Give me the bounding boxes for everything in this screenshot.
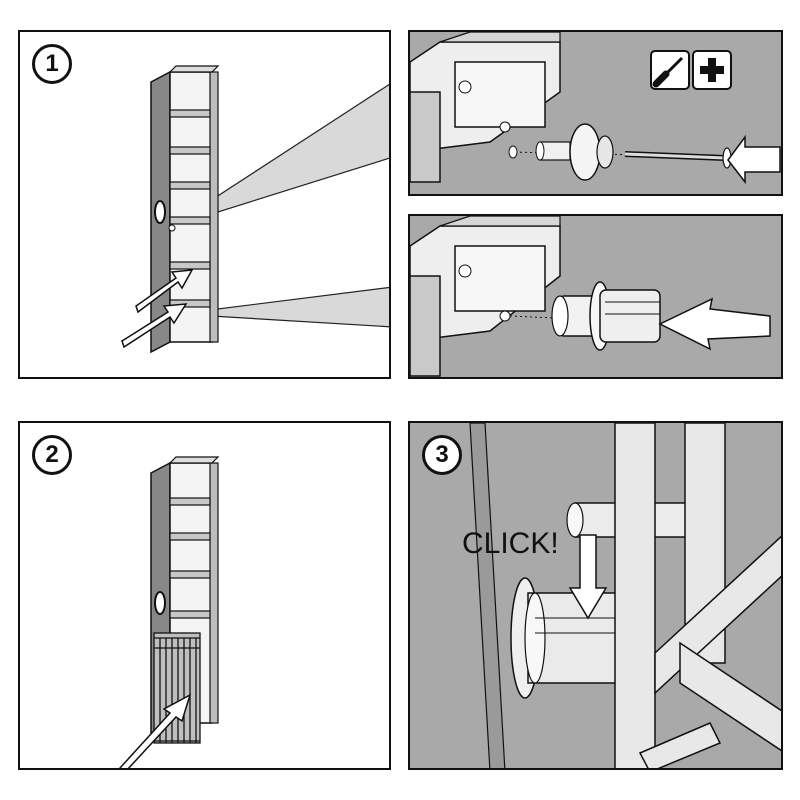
shelves <box>169 109 211 308</box>
step-1-detail-dowel <box>408 214 783 379</box>
hinge-upper <box>168 224 176 232</box>
step-3-badge: 3 <box>422 435 462 475</box>
phillips-screw-icon <box>692 50 732 90</box>
step-1-panel: 1 <box>18 30 391 379</box>
click-label: CLICK! <box>462 527 559 560</box>
callout-beam-top <box>169 83 389 228</box>
callout-beam-bottom <box>177 286 389 328</box>
insert-arrow <box>118 693 192 768</box>
step-3-panel: 3 CLICK! <box>408 421 783 770</box>
step-2-badge: 2 <box>32 435 72 475</box>
screwdriver-icon <box>650 50 690 90</box>
push-arrow <box>727 134 781 185</box>
step-1-detail-screw <box>408 30 783 196</box>
basket-frame <box>614 423 781 768</box>
step-1-badge: 1 <box>32 44 72 84</box>
click-arrow <box>568 534 608 620</box>
arrow-upper <box>135 269 194 314</box>
click-detail-drawing <box>469 423 781 768</box>
handle-cutout <box>154 200 166 224</box>
arrow-lower <box>121 303 188 349</box>
bolt-head <box>569 123 601 181</box>
cabinet-drawing <box>121 65 389 354</box>
screw <box>624 147 732 169</box>
connector-dowel <box>551 281 661 351</box>
step-2-panel: 2 <box>18 421 391 770</box>
cabinet-with-basket-drawing <box>118 456 220 768</box>
push-arrow <box>658 297 771 351</box>
